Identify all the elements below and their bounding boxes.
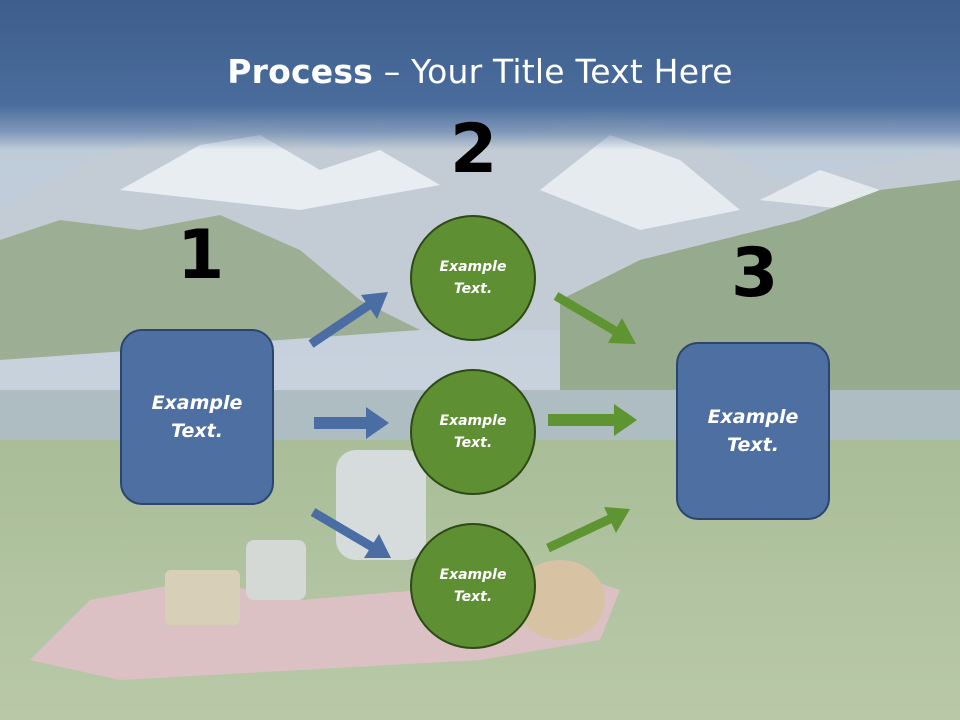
step-circle-bottom-text: Example Text. [439,566,507,605]
arrow-blue-mid [314,407,389,439]
step-number-1: 1 [177,216,225,295]
step-number-2: 2 [450,110,498,189]
arrow-green-mid [548,404,637,436]
step-circle-middle-text: Example Text. [439,412,507,451]
step-box-3: Example Text. [676,342,830,520]
step-circle-middle: Example Text. [410,369,536,495]
step-box-3-text: Example Text. [707,405,799,457]
title-bold: Process [227,52,374,91]
arrow-green-up [546,507,630,553]
arrow-blue-down [310,508,391,558]
step-circle-bottom: Example Text. [410,523,536,649]
step-circle-top: Example Text. [410,215,536,341]
arrow-blue-up [308,292,388,348]
title-rest: – Your Title Text Here [373,52,733,91]
step-box-1-text: Example Text. [151,391,243,443]
title-band [0,0,960,150]
step-box-1: Example Text. [120,329,274,505]
step-number-3: 3 [731,234,779,313]
step-circle-top-text: Example Text. [439,258,507,297]
slide-title: Process – Your Title Text Here [0,52,960,91]
arrow-green-down [553,292,636,344]
